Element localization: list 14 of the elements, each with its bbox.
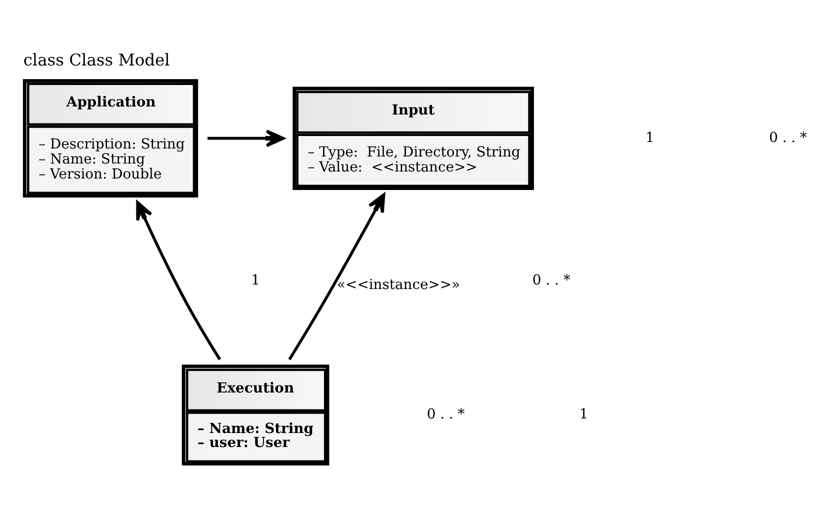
edge-label: «<<instance>>» — [336, 277, 460, 294]
node-box: Input – Type: File, Directory, String – Value: <<instance>> — [292, 86, 534, 190]
node-box: Execution – Name: String – user: User — [181, 364, 329, 466]
label: 0 . . * — [426, 406, 464, 423]
label: 1 — [645, 130, 654, 146]
arrow — [207, 130, 284, 148]
node-box: Application – Description: String – Name: String – Version: Double — [22, 79, 198, 198]
label: 1 — [250, 272, 260, 289]
label: 0 . . * — [532, 272, 570, 289]
diagram-title: class Class Model — [22, 50, 170, 70]
arrow — [136, 201, 221, 360]
arrow — [288, 193, 385, 360]
label: 0 . . * — [768, 130, 806, 146]
label: 1 — [578, 406, 588, 423]
